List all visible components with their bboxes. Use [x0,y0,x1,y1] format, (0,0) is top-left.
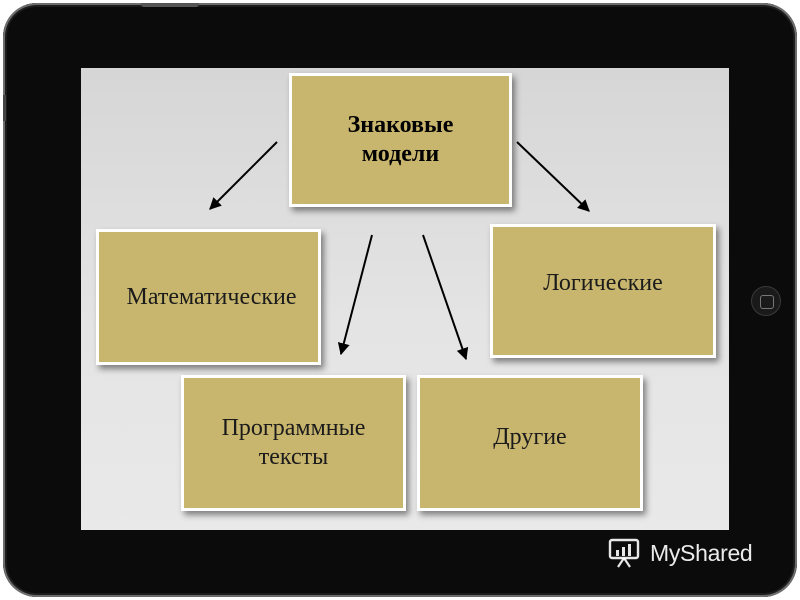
root-node-label: Знаковые модели [347,112,454,167]
tablet-screen: Знаковые модели Математические Логически… [81,68,729,530]
node-mathematical-label: Математические [126,283,297,310]
node-other: Другие [417,375,643,511]
node-program-texts: Программные тексты [181,375,406,511]
node-logical-label: Логические [543,269,663,296]
home-square-icon [760,295,774,309]
tablet-frame: Знаковые модели Математические Логически… [3,3,797,597]
arrow-to-math [209,141,278,210]
node-mathematical: Математические [96,229,321,365]
myshared-watermark: MyShared [608,536,784,570]
root-node-sign-models: Знаковые модели [289,73,512,207]
arrow-to-other [422,234,469,361]
home-button[interactable] [751,286,781,316]
watermark-text: MyShared [650,539,753,566]
presentation-chart-icon [608,538,640,568]
arrow-to-logic [516,141,590,212]
arrow-to-prog [337,234,373,356]
node-logical: Логические [490,224,716,358]
arrows-layer [209,141,590,361]
node-program-texts-label: Программные тексты [221,415,366,470]
power-button [141,3,199,7]
side-switch [3,95,6,121]
node-other-label: Другие [493,423,567,450]
